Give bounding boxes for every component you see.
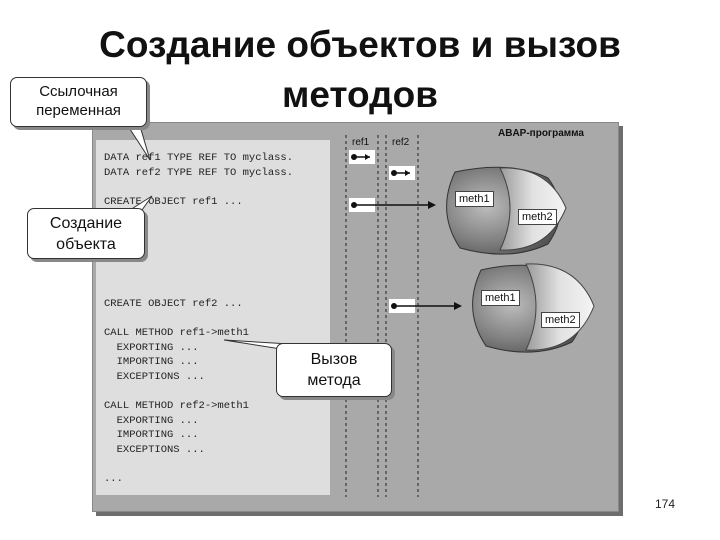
slide-title-line2: методов xyxy=(281,74,439,115)
object-1-method-b: meth2 xyxy=(518,209,557,225)
callout-ref-variable: Ссылочная переменная xyxy=(10,77,147,127)
code-line: CREATE OBJECT ref2 ... xyxy=(104,298,243,310)
program-label: ABAP-программа xyxy=(498,128,584,139)
code-line: EXCEPTIONS ... xyxy=(104,371,205,383)
code-area xyxy=(96,140,330,495)
ref-column-lines xyxy=(345,135,419,497)
ref2-arrow xyxy=(389,299,462,313)
code-line: CALL METHOD ref2->meth1 xyxy=(104,400,249,412)
callout-text: метода xyxy=(307,372,361,389)
code-line: EXPORTING ... xyxy=(104,415,199,427)
code-line: CALL METHOD ref1->meth1 xyxy=(104,327,249,339)
null-ref-pointers xyxy=(349,150,415,180)
code-line: IMPORTING ... xyxy=(104,356,199,368)
object-2-method-a: meth1 xyxy=(481,290,520,306)
code-line: DATA ref2 TYPE REF TO myclass. xyxy=(104,167,294,179)
callout-create-object: Создание объекта xyxy=(27,208,145,259)
code-line: EXPORTING ... xyxy=(104,342,199,354)
page-number: 174 xyxy=(654,497,675,511)
callout-text: Создание xyxy=(49,215,123,232)
ref1-header: ref1 xyxy=(352,137,370,148)
code-line: EXCEPTIONS ... xyxy=(104,444,205,456)
callout-pointers xyxy=(127,125,302,353)
code-line: IMPORTING ... xyxy=(104,429,199,441)
object-2-method-b: meth2 xyxy=(541,312,580,328)
ref2-header: ref2 xyxy=(392,137,410,148)
callout-text: объекта xyxy=(56,236,116,253)
object-2 xyxy=(472,263,595,353)
slide-title-line1: Создание объектов и вызов xyxy=(99,24,621,65)
code-line: ... xyxy=(104,473,123,485)
callout-call-method: Вызов метода xyxy=(276,343,392,397)
callout-text: Вызов xyxy=(310,351,358,368)
callout-text: переменная xyxy=(36,102,121,119)
object-1 xyxy=(446,166,567,255)
ref1-arrow xyxy=(349,198,436,212)
object-1-method-a: meth1 xyxy=(455,191,494,207)
code-line: CREATE OBJECT ref1 ... xyxy=(104,196,243,208)
callout-text: Ссылочная xyxy=(39,83,118,100)
code-line: DATA ref1 TYPE REF TO myclass. xyxy=(104,152,294,164)
